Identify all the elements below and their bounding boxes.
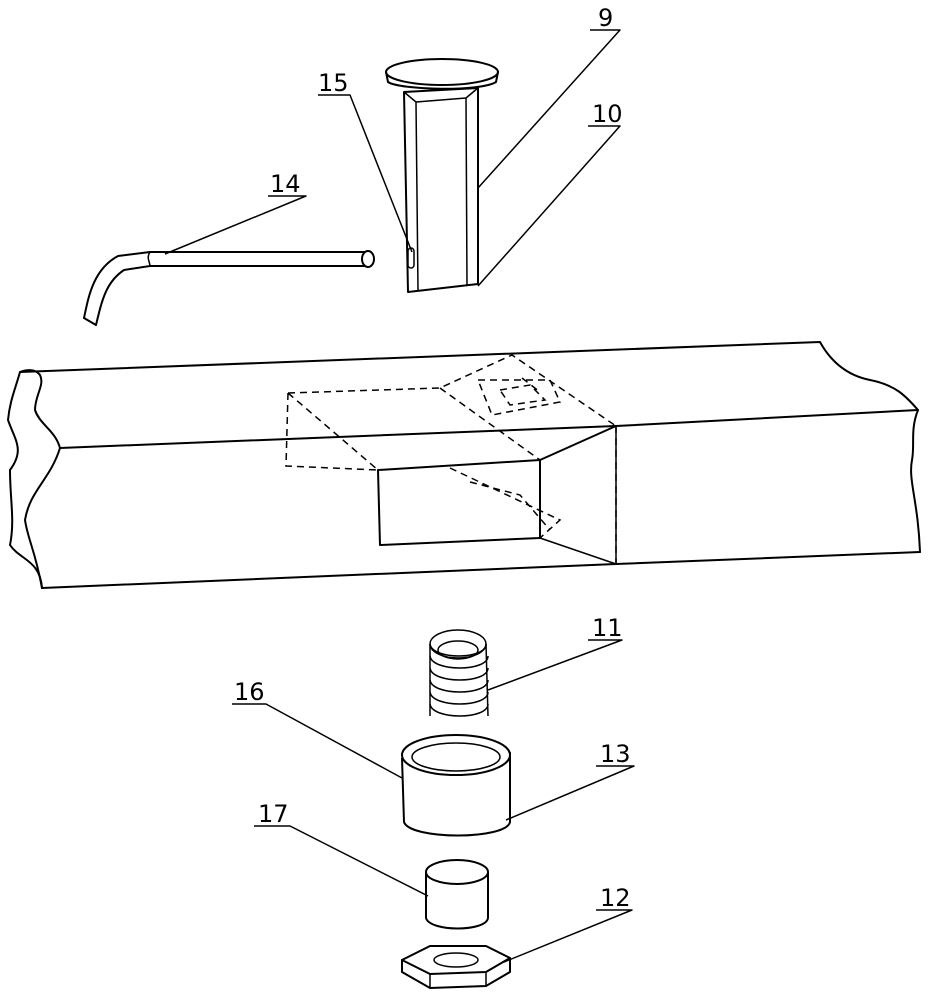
beam-left-break xyxy=(7,371,43,589)
plug xyxy=(425,859,489,930)
spring xyxy=(429,629,489,717)
label-14: 14 xyxy=(270,170,301,198)
beam-notch xyxy=(377,425,617,546)
label-12: 12 xyxy=(600,884,631,912)
label-15: 15 xyxy=(318,69,349,97)
sleeve-rim xyxy=(401,734,511,776)
label-16: 16 xyxy=(234,678,265,706)
pin-shaft xyxy=(403,87,479,293)
label-13: 13 xyxy=(600,740,631,768)
beam xyxy=(7,341,921,589)
beam-bottom-edge xyxy=(41,551,921,589)
mortise-hidden-lines xyxy=(285,354,617,564)
leader-lines xyxy=(164,29,635,963)
label-10: 10 xyxy=(592,100,623,128)
label-9: 9 xyxy=(598,4,613,32)
label-17: 17 xyxy=(258,800,289,828)
pin-head xyxy=(385,58,499,86)
beam-right-break xyxy=(910,409,921,553)
beam-top-face xyxy=(19,341,919,449)
hex-nut xyxy=(401,945,511,989)
sleeve xyxy=(401,734,511,837)
pin xyxy=(385,58,499,293)
label-11: 11 xyxy=(592,614,623,642)
hand-rod xyxy=(83,250,375,326)
